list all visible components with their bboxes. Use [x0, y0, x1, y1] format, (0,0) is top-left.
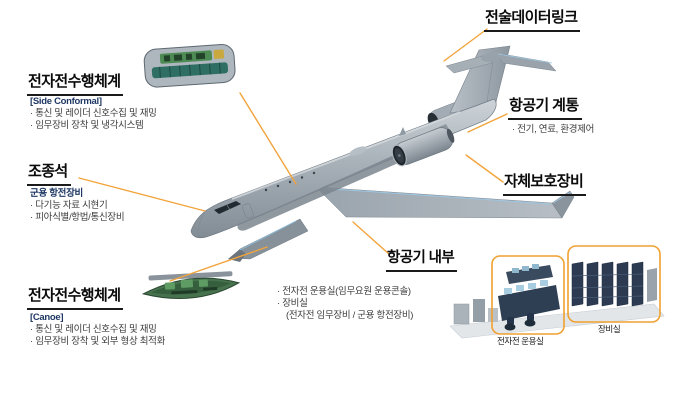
leader-cockpit: [78, 177, 206, 212]
interior-item: · 전자전 운용실(임무요원 운용콘솔): [277, 286, 411, 297]
callout-interior: 항공기 내부: [386, 246, 458, 272]
equipment-room-highlight-box: [567, 245, 661, 323]
cockpit-details: 군용 항전장비 · 다기능 자료 시현기 · 피아식별/항법/통신장비: [30, 188, 125, 225]
satcom-antenna: [349, 127, 406, 156]
interior-item: (전자전 임무장비 / 군용 항전장비): [286, 310, 414, 322]
ew-side-item: · 임무장비 장착 및 냉각시스템: [30, 120, 144, 132]
aircraft-illustration: [190, 45, 575, 262]
cockpit-heading: 조종석: [27, 160, 71, 186]
tactical-datalink-heading: 전술데이터링크: [484, 6, 581, 32]
leader-interior: [352, 221, 390, 255]
interior-item: · 장비실: [277, 298, 308, 310]
callout-cockpit: 조종석: [27, 160, 71, 186]
self-protection-heading: 자체보호장비: [503, 170, 587, 196]
cockpit-windows: [214, 201, 241, 214]
leader-lines: [78, 28, 508, 282]
ew-side-tag: [Side Conformal]: [30, 96, 102, 107]
horizontal-stabilizer: [445, 52, 557, 74]
side-conformal-inset-image: [143, 44, 236, 88]
aircraft-systems-item: · 전기, 연료, 환경제어: [512, 124, 595, 135]
cockpit-item: · 다기능 자료 시현기: [30, 200, 108, 212]
callout-ew-canoe: 전자전수행체계: [27, 284, 124, 310]
cabin-windows: [264, 171, 316, 192]
aircraft-systems-heading: 항공기 계통: [508, 94, 582, 120]
equipment-room-caption: 장비실: [598, 324, 621, 334]
leader-self-protection: [465, 154, 504, 183]
blade-antenna: [399, 127, 406, 136]
ops-consoles: [498, 264, 560, 331]
aircraft-systems-details: · 전기, 연료, 환경제어: [512, 124, 594, 136]
leader-tactical-datalink: [443, 28, 488, 62]
callout-ew-side: 전자전수행체계: [27, 70, 124, 96]
ew-side-heading: 전자전수행체계: [27, 70, 124, 96]
engine-left: [391, 127, 455, 167]
interior-inset-illustration: [449, 245, 665, 339]
cabin-door: [242, 203, 254, 219]
ops-room-highlight-box: [491, 255, 565, 335]
callout-aircraft-systems: 항공기 계통: [508, 94, 582, 120]
leader-ew-canoe: [169, 246, 268, 282]
ew-canoe-item: · 통신 및 레이더 신호수집 및 재밍: [30, 324, 157, 336]
ew-canoe-details: [Canoe] · 통신 및 레이더 신호수집 및 재밍 · 임무장비 장착 및…: [30, 312, 165, 349]
callout-tactical-datalink: 전술데이터링크: [484, 6, 581, 32]
fuselage: [190, 98, 497, 239]
ew-canoe-heading: 전자전수행체계: [27, 284, 124, 310]
leader-ew-side: [239, 92, 297, 185]
equipment-racks: [571, 261, 657, 307]
ew-side-item: · 통신 및 레이더 신호수집 및 재밍: [30, 108, 157, 120]
wing-right: [315, 186, 575, 219]
canoe-inset-image: [141, 271, 241, 300]
ops-room-caption: 전자전 운용실: [497, 336, 544, 346]
ew-side-details: [Side Conformal] · 통신 및 레이더 신호수집 및 재밍 · …: [30, 96, 157, 133]
cockpit-item: · 피아식별/항법/통신장비: [30, 212, 125, 224]
interior-details: · 전자전 운용실(임무요원 운용콘솔) · 장비실 (전자전 임무장비 / 군…: [277, 286, 413, 323]
interior-heading: 항공기 내부: [386, 246, 458, 272]
ew-canoe-item: · 임무장비 장착 및 외부 형상 최적화: [30, 336, 166, 348]
callout-self-protection: 자체보호장비: [503, 170, 587, 196]
leader-aircraft-systems: [467, 113, 508, 133]
ew-canoe-tag: [Canoe]: [30, 312, 64, 323]
cockpit-tag: 군용 항전장비: [30, 188, 83, 199]
